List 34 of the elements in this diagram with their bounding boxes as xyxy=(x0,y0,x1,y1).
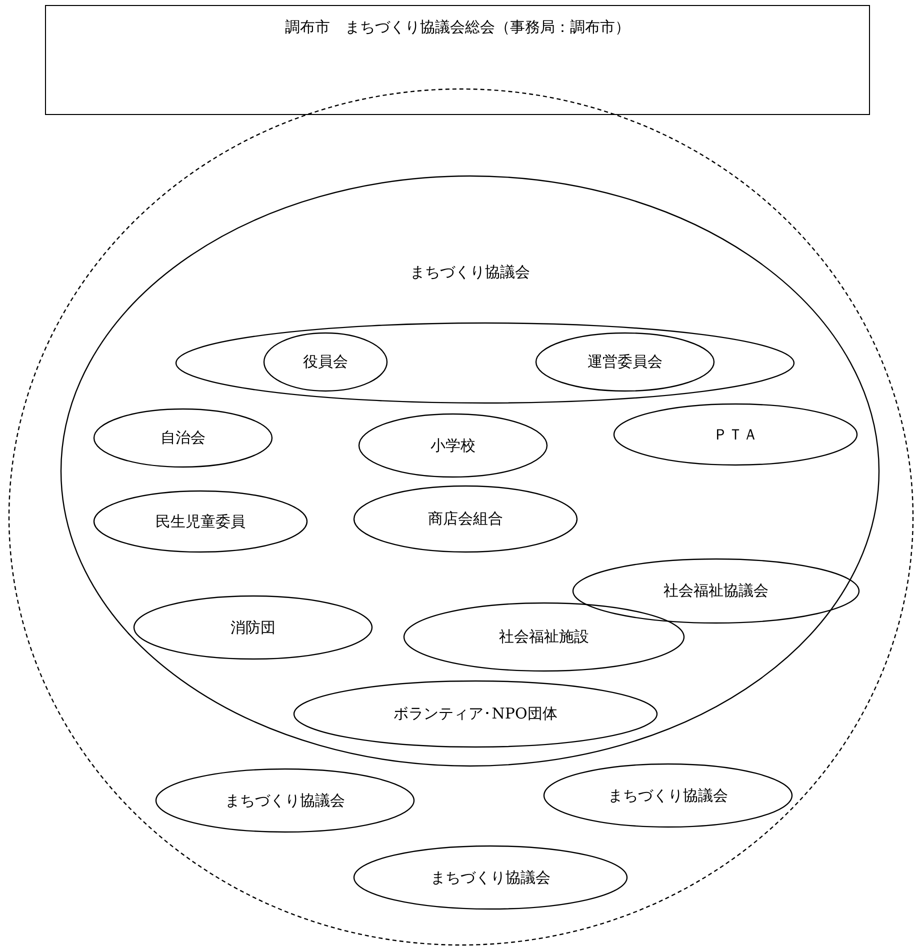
council-ellipse xyxy=(60,175,880,767)
oval-node xyxy=(353,485,578,553)
board-ellipse xyxy=(175,322,795,404)
oval-node xyxy=(93,490,308,553)
oval-node xyxy=(543,763,793,828)
node-label: 小学校 xyxy=(430,436,476,455)
oval-node xyxy=(155,768,415,833)
node-label: 役員会 xyxy=(303,352,348,372)
oval-node xyxy=(535,332,715,392)
header-box xyxy=(45,5,870,115)
oval-node xyxy=(358,413,548,478)
oval-node xyxy=(293,680,658,748)
node-label: まちづくり協議会 xyxy=(430,868,550,887)
oval-node xyxy=(133,595,373,660)
node-label: まちづくり協議会 xyxy=(608,786,728,805)
oval-node xyxy=(572,558,860,624)
node-label: ボランティア･NPO団体 xyxy=(394,704,558,724)
node-label: 民生児童委員 xyxy=(156,512,246,531)
node-label: 自治会 xyxy=(160,428,206,448)
oval-node xyxy=(613,403,858,466)
node-label: 商店会組合 xyxy=(428,510,503,528)
oval-node xyxy=(403,602,685,672)
dashed-circle xyxy=(8,88,914,946)
node-label: まちづくり協議会 xyxy=(409,263,531,282)
node-label: まちづくり協議会 xyxy=(225,791,345,810)
oval-node xyxy=(263,332,388,392)
node-label: 社会福祉施設 xyxy=(499,628,589,646)
oval-node xyxy=(353,845,628,910)
node-label: ＰＴＡ xyxy=(713,425,758,444)
node-label: 社会福祉協議会 xyxy=(664,582,768,600)
oval-node xyxy=(93,408,273,468)
node-label: 調布市 まちづくり協議会総会（事務局：調布市） xyxy=(284,18,631,37)
node-label: 消防団 xyxy=(230,618,276,637)
node-label: 運営委員会 xyxy=(588,352,662,372)
